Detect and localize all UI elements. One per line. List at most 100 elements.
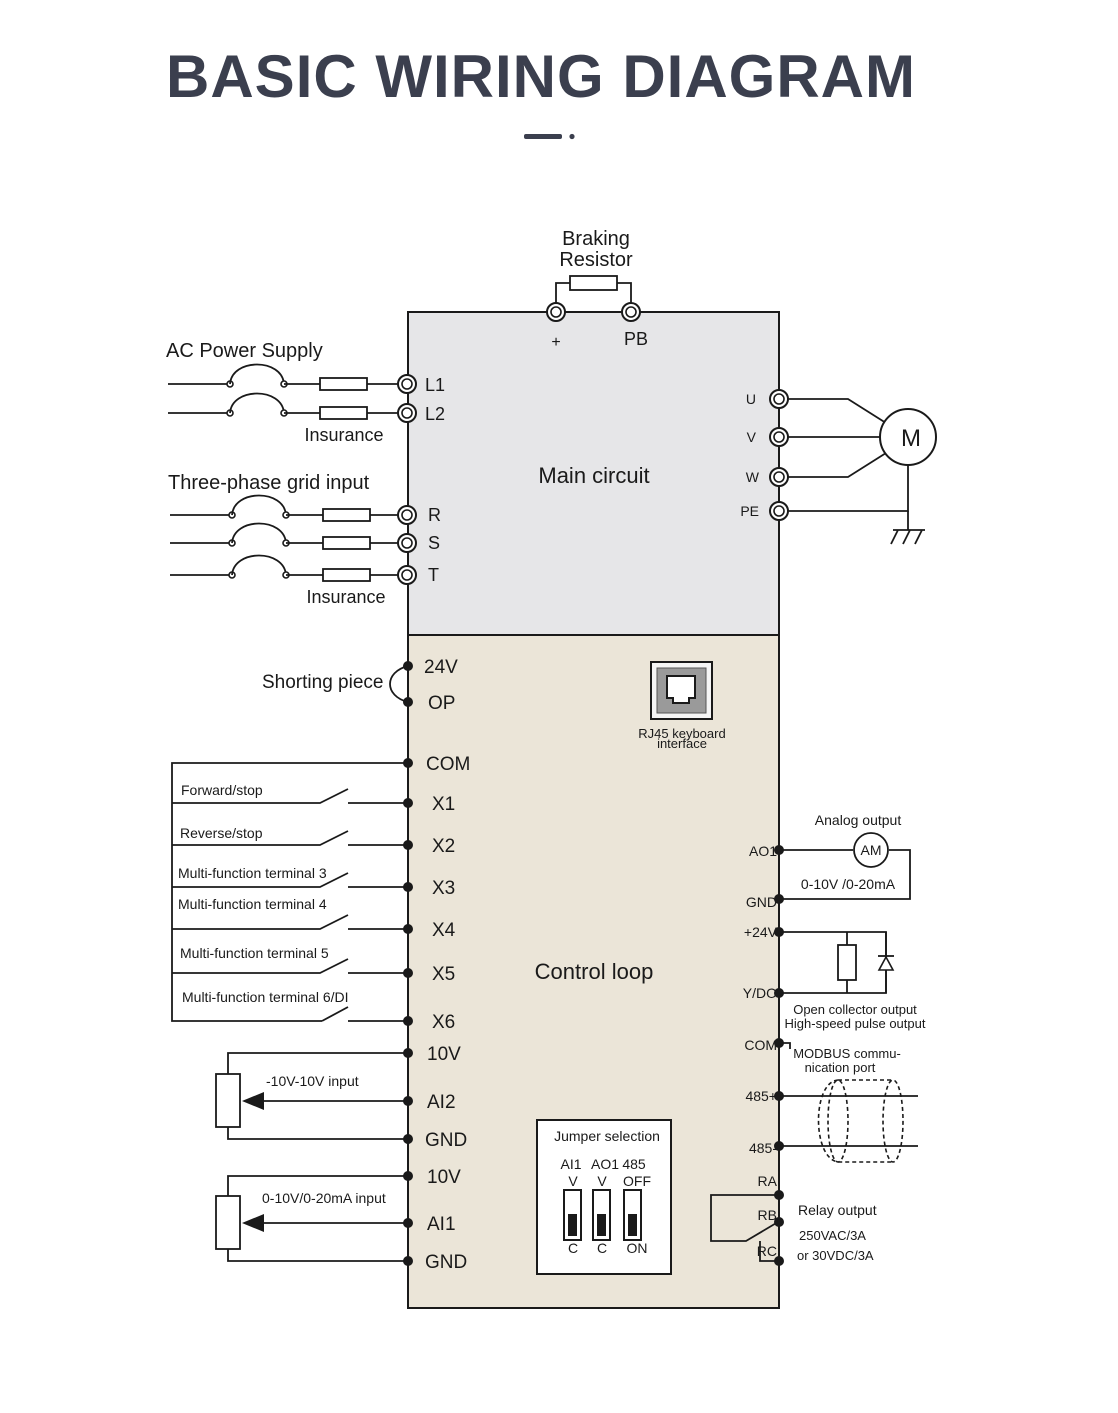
motor-symbol — [879, 408, 937, 466]
ac-power-supply: AC Power Supply L1 L2 Insurance — [166, 340, 445, 445]
pb-terminal-label: PB — [624, 329, 648, 349]
terminal-l2-label: L2 — [425, 404, 445, 424]
terminal-label-gnd-14: GND — [425, 1252, 467, 1273]
pot-label-ai1: 0-10V/0-20mA input — [262, 1190, 386, 1206]
terminal-right-label-485-: 485+ — [745, 1088, 777, 1104]
terminal-s[interactable] — [397, 533, 417, 553]
terminal-label-10v-9: 10V — [427, 1044, 461, 1065]
switch-reverse-stop[interactable]: Reverse/stop — [172, 825, 408, 846]
modbus-port: MODBUS commu- nication port — [779, 1046, 918, 1163]
switch-mft-5[interactable]: Multi-function terminal 5 — [172, 945, 408, 974]
terminal-r[interactable] — [397, 505, 417, 525]
three-phase-insurance-label: Insurance — [306, 587, 385, 607]
switch-label-6: Multi-function terminal 6/DI — [182, 989, 349, 1005]
ac-insurance-label: Insurance — [304, 425, 383, 445]
ac-power-label: AC Power Supply — [166, 340, 323, 362]
ground-icon — [890, 511, 925, 545]
title-underline-dot — [569, 133, 575, 140]
page-title: BASIC WIRING DIAGRAM — [166, 43, 916, 110]
terminal-right-label-485-: 485- — [749, 1140, 777, 1156]
terminal-label-ai2-10: AI2 — [427, 1092, 456, 1113]
jumper-title: Jumper selection — [554, 1128, 660, 1144]
terminal-label-x4-6: X4 — [432, 920, 456, 941]
terminal-right-label-rb: RB — [758, 1207, 777, 1223]
braking-label-line2: Resistor — [559, 249, 633, 271]
terminal-u[interactable] — [769, 389, 789, 409]
terminal-label-com-2: COM — [426, 754, 470, 775]
potentiometer-ai1[interactable]: 0-10V/0-20mA input — [215, 1175, 408, 1262]
rj45-label-line2: interface — [657, 736, 707, 751]
plus-terminal[interactable] — [546, 302, 566, 322]
switch-label-1: Forward/stop — [181, 782, 263, 798]
switch-mft-4[interactable]: Multi-function terminal 4 — [172, 896, 408, 930]
analog-output-label: Analog output — [815, 812, 902, 828]
terminal-op-1[interactable] — [403, 697, 413, 707]
jumper-top-485: OFF — [623, 1173, 651, 1189]
switch-mft-6[interactable]: Multi-function terminal 6/DI — [182, 989, 408, 1022]
terminal-s-label: S — [428, 533, 440, 553]
jumper-col-ao1: AO1 — [591, 1156, 619, 1172]
jumper-switch-ai1[interactable] — [563, 1189, 582, 1241]
relay-output: Relay output 250VAC/3A or 30VDC/3A — [710, 1194, 877, 1263]
terminal-right-label-ao1: AO1 — [749, 843, 777, 859]
terminal-v-label: V — [747, 429, 757, 445]
main-circuit-box — [407, 311, 780, 636]
terminal-label-10v-12: 10V — [427, 1167, 461, 1188]
ammeter-symbol — [853, 832, 889, 868]
analog-output-range: 0-10V /0-20mA — [801, 876, 896, 892]
open-collector-line2: High-speed pulse output — [785, 1016, 926, 1031]
open-collector-output: Open collector output High-speed pulse o… — [779, 931, 926, 1031]
terminal-right-rb[interactable] — [774, 1217, 784, 1227]
fuse-line-r — [170, 494, 398, 522]
terminal-pe[interactable] — [769, 501, 789, 521]
terminal-v[interactable] — [769, 427, 789, 447]
modbus-label-line2: nication port — [805, 1060, 876, 1075]
fuse-line-s — [170, 522, 398, 550]
jumper-bottom-ao1: C — [597, 1240, 607, 1256]
switch-label-4: Multi-function terminal 4 — [178, 896, 327, 912]
terminal-right-label--24v: +24V — [744, 924, 778, 940]
terminal-l2[interactable] — [397, 403, 417, 423]
switch-label-2: Reverse/stop — [180, 825, 263, 841]
pot-label-ai2: -10V-10V input — [266, 1073, 359, 1089]
ammeter-label: AM — [861, 842, 882, 858]
rj45-label-line1: RJ45 keyboard — [638, 726, 725, 741]
terminal-t[interactable] — [397, 565, 417, 585]
braking-label-line1: Braking — [562, 228, 630, 250]
jumper-col-ai1: AI1 — [560, 1156, 581, 1172]
modbus-label-line1: MODBUS commu- — [793, 1046, 901, 1061]
plus-terminal-label: + — [551, 334, 560, 351]
terminal-label-op-1: OP — [428, 693, 455, 714]
terminal-right-label-rc: RC — [757, 1243, 777, 1259]
three-phase-input: Three-phase grid input — [168, 472, 441, 607]
terminal-t-label: T — [428, 565, 439, 585]
title-underline — [524, 134, 562, 139]
pb-terminal[interactable] — [621, 302, 641, 322]
terminal-u-label: U — [746, 391, 756, 407]
terminal-right-label-ra: RA — [758, 1173, 778, 1189]
terminal-right-label-y-do: Y/DO — [743, 985, 777, 1001]
switch-forward-stop[interactable]: Forward/stop — [172, 782, 408, 804]
motor-section: U V W PE M — [740, 389, 937, 545]
potentiometer-ai2[interactable]: -10V-10V input — [215, 1052, 408, 1140]
jumper-switch-485[interactable] — [623, 1189, 642, 1241]
terminal-24v-0[interactable] — [403, 661, 413, 671]
open-collector-line1: Open collector output — [793, 1002, 917, 1017]
terminal-l1[interactable] — [397, 374, 417, 394]
relay-label-line2: 250VAC/3A — [799, 1228, 866, 1243]
terminal-label-x1-3: X1 — [432, 794, 455, 815]
jumper-top-ai1: V — [568, 1173, 578, 1189]
shorting-piece-label: Shorting piece — [262, 672, 383, 693]
switch-mft-3[interactable]: Multi-function terminal 3 — [172, 865, 408, 888]
fuse-line-l1 — [168, 363, 398, 391]
rj45-port[interactable]: RJ45 keyboard interface — [638, 661, 726, 751]
jumper-switch-ao1[interactable] — [592, 1189, 611, 1241]
terminal-label-x6-8: X6 — [432, 1012, 455, 1033]
terminal-w[interactable] — [769, 467, 789, 487]
shorting-piece-link — [389, 665, 409, 703]
analog-output: Analog output AM 0-10V /0-20mA — [779, 812, 911, 900]
relay-label-line1: Relay output — [798, 1202, 877, 1218]
main-circuit-label: Main circuit — [538, 463, 649, 488]
